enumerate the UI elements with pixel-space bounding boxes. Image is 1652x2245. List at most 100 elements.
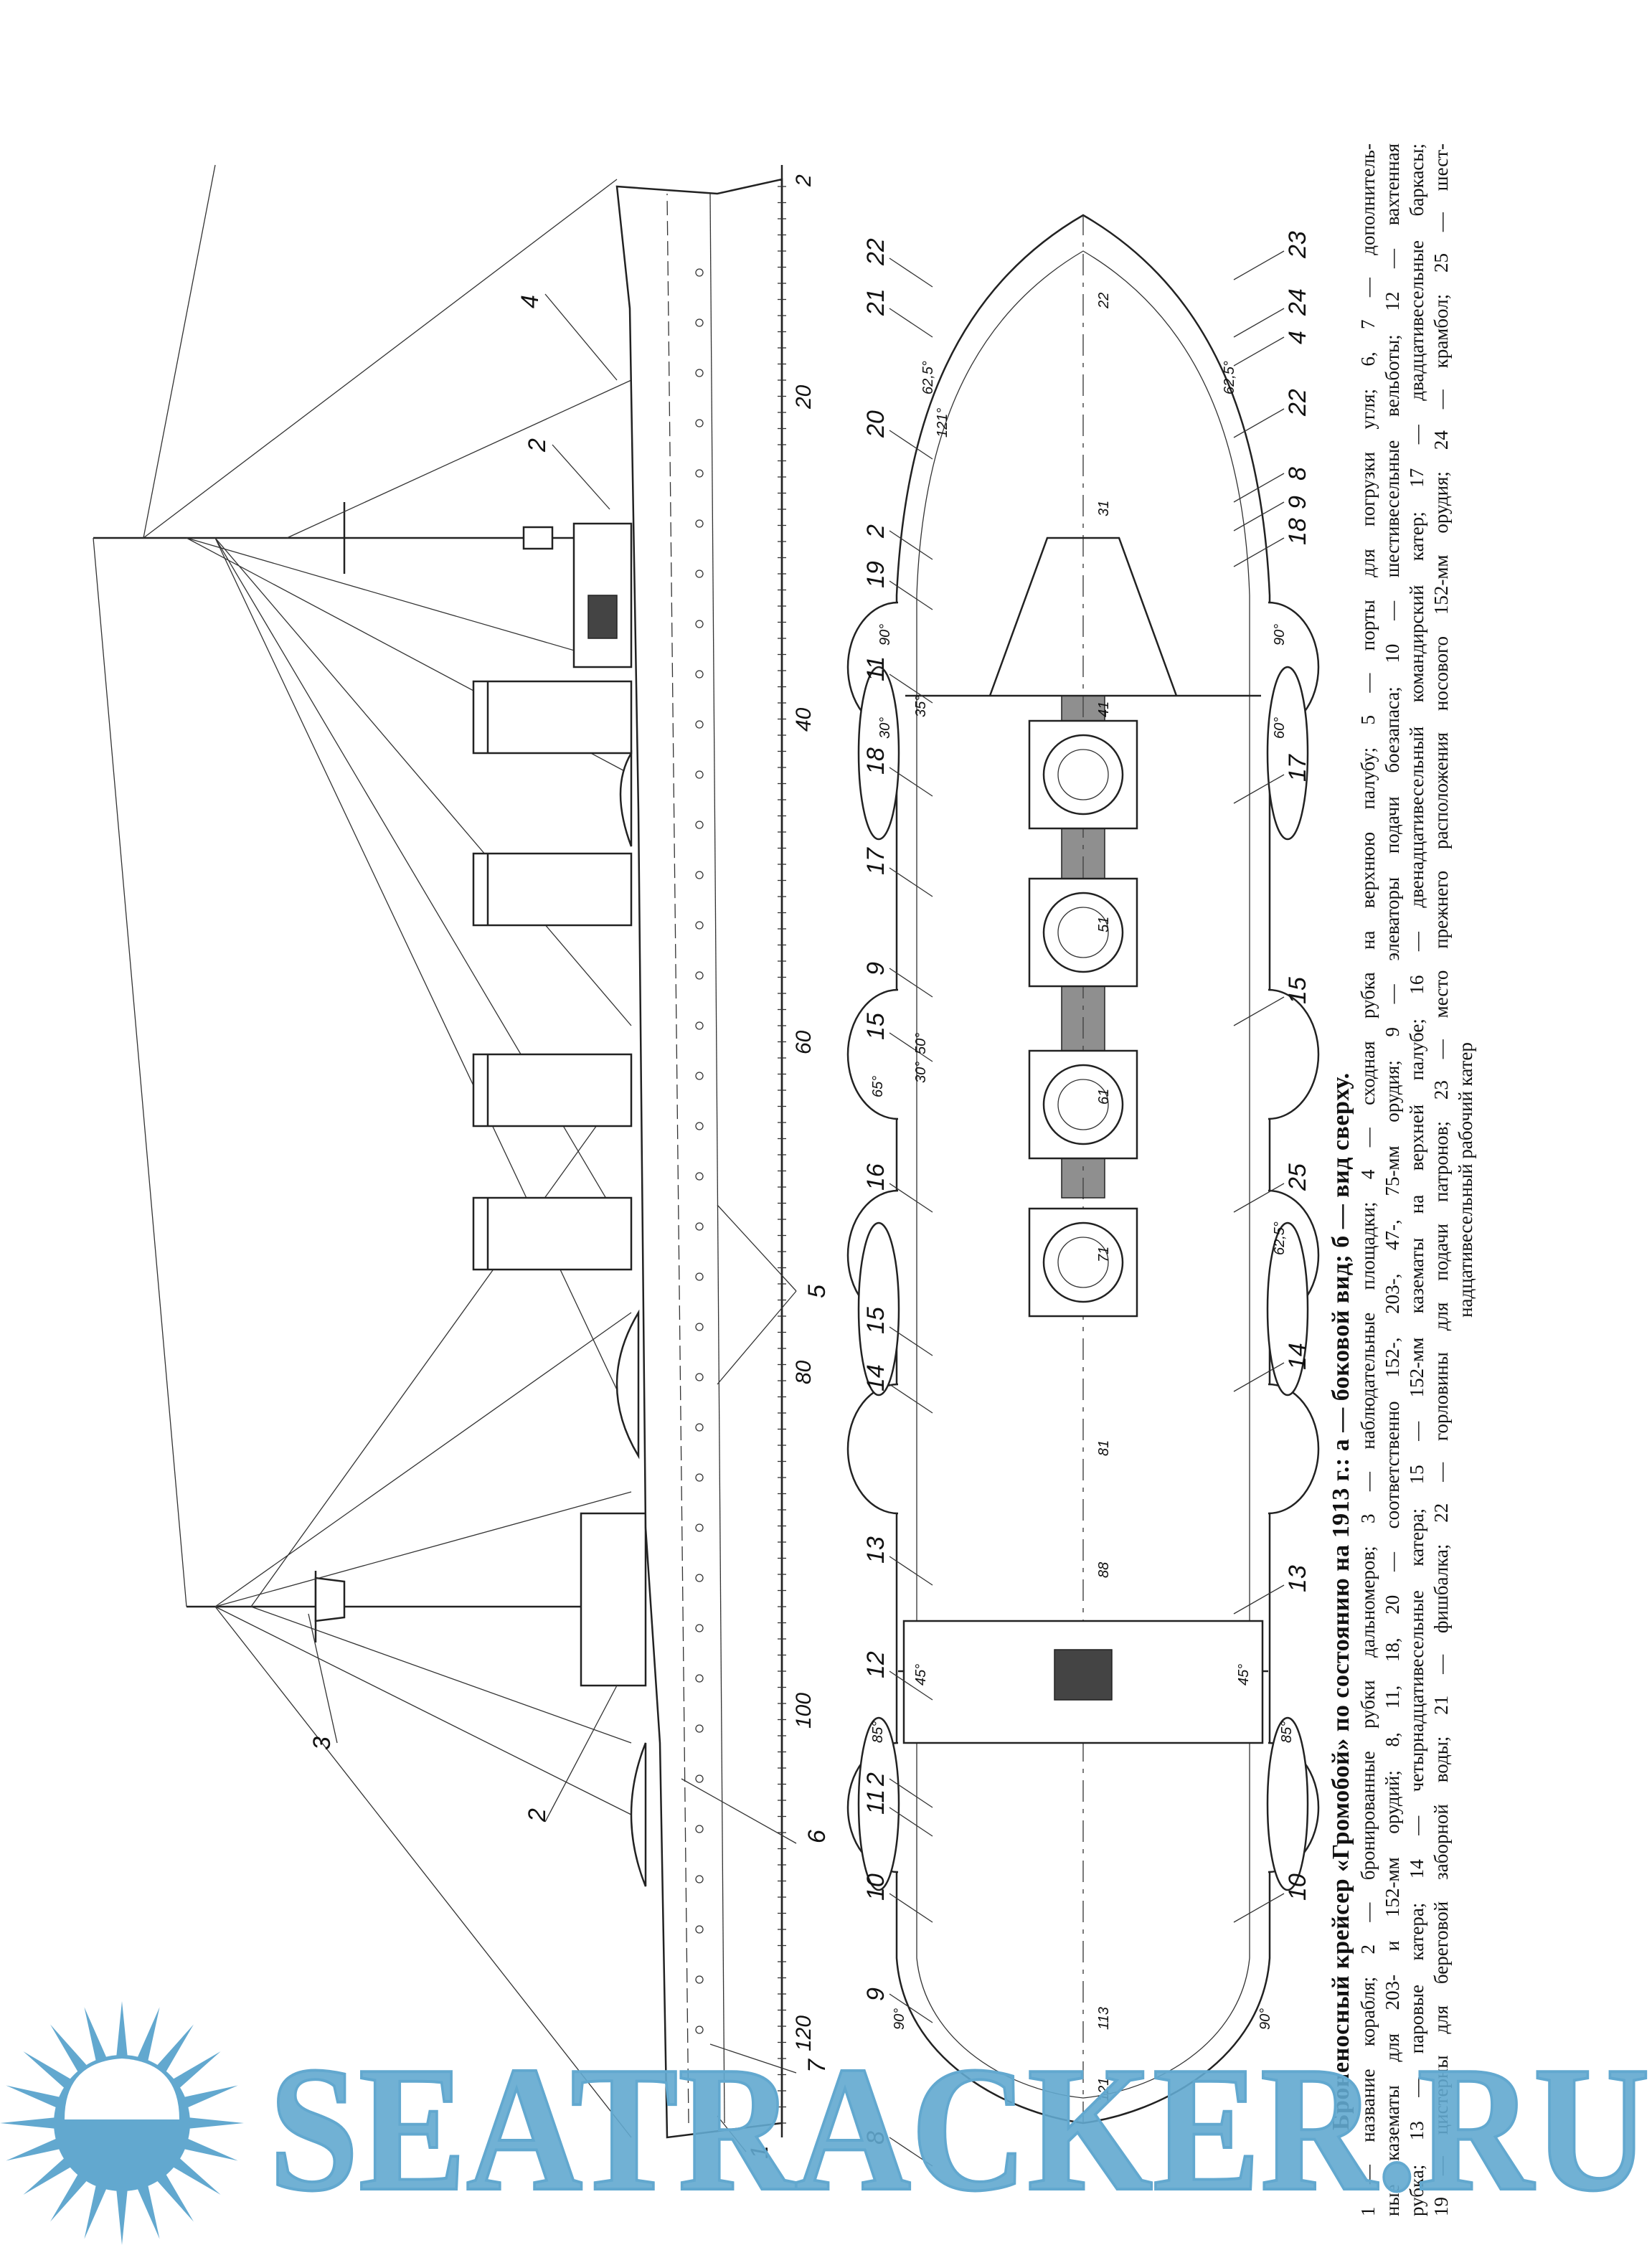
observation-platform bbox=[314, 1577, 346, 1622]
porthole bbox=[695, 369, 704, 377]
callout-label: 19 bbox=[862, 561, 889, 588]
callout-label: 15 bbox=[862, 1307, 889, 1334]
porthole bbox=[695, 1523, 704, 1532]
callout-label: 11 bbox=[862, 656, 889, 681]
porthole bbox=[695, 318, 704, 327]
sun-logo-icon bbox=[0, 2001, 244, 2245]
porthole bbox=[695, 720, 704, 729]
boat bbox=[857, 1221, 900, 1396]
frame-number: 113 bbox=[1096, 2007, 1112, 2030]
porthole bbox=[695, 519, 704, 528]
angle-label: 30° bbox=[877, 717, 893, 739]
aft-bridge bbox=[580, 1512, 647, 1687]
porthole bbox=[695, 1724, 704, 1733]
callout-label: 2 bbox=[862, 1772, 889, 1787]
rigging bbox=[93, 164, 632, 2138]
porthole bbox=[695, 1774, 704, 1783]
angle-label: 121° bbox=[935, 408, 950, 438]
sponson bbox=[1268, 988, 1320, 1120]
caption-title: Броненосный крейсер «Громобой» по состоя… bbox=[1328, 1072, 1354, 2130]
fore-top bbox=[522, 526, 554, 550]
side-view: 2 20 40 60 80 100 120 4 2 5 3 2 bbox=[93, 164, 831, 2159]
angle-label: 35° bbox=[913, 696, 929, 717]
boat bbox=[857, 666, 900, 841]
ruler-label: 80 bbox=[792, 1360, 816, 1384]
porthole bbox=[695, 1423, 704, 1432]
angle-label: 30° bbox=[913, 1062, 929, 1083]
porthole bbox=[695, 2026, 704, 2034]
porthole bbox=[695, 1072, 704, 1080]
figure-caption: Броненосный крейсер «Громобой» по состоя… bbox=[1327, 143, 1478, 2216]
angle-label: 45° bbox=[913, 1664, 929, 1686]
callout-label: 13 bbox=[862, 1536, 889, 1564]
ruler-ticks bbox=[778, 186, 786, 2124]
porthole bbox=[695, 1222, 704, 1231]
caption-line: ные казематы для 203- и 152-мм орудий; 8… bbox=[1382, 143, 1403, 2216]
callout-label: 15 bbox=[1284, 977, 1311, 1004]
porthole bbox=[695, 971, 704, 980]
callout-label: 18 bbox=[1284, 518, 1311, 545]
funnel-top bbox=[1042, 892, 1124, 973]
angle-label: 45° bbox=[1236, 1664, 1252, 1686]
callout-label: 8 bbox=[862, 2131, 889, 2145]
frame-number: 71 bbox=[1096, 1247, 1112, 1262]
callout-label: 23 bbox=[1284, 231, 1311, 259]
callout-label: 21 bbox=[862, 288, 889, 316]
porthole bbox=[695, 469, 704, 478]
callout-label: 9 bbox=[862, 1988, 889, 2001]
callout-label: 2 bbox=[524, 438, 551, 453]
porthole bbox=[695, 569, 704, 578]
callout-label: 10 bbox=[862, 1873, 889, 1901]
callout-label: 12 bbox=[862, 1651, 889, 1678]
angle-label: 85° bbox=[1279, 1721, 1295, 1743]
callout-label: 6 bbox=[803, 1830, 831, 1843]
ruler-label: 100 bbox=[792, 1693, 816, 1729]
boat bbox=[857, 1716, 900, 1891]
porthole bbox=[695, 1373, 704, 1381]
watermark-text: SEATRACKER.RU bbox=[269, 2030, 1650, 2229]
ruler-label: 40 bbox=[792, 707, 816, 732]
angle-label: 62,5° bbox=[920, 361, 936, 394]
angle-label: 62,5° bbox=[1222, 361, 1237, 394]
funnel-3 bbox=[472, 1053, 633, 1128]
boat bbox=[615, 1309, 640, 1460]
porthole bbox=[695, 419, 704, 427]
watermark: SEATRACKER.RU bbox=[0, 2001, 1651, 2245]
frame-number: 51 bbox=[1096, 917, 1112, 932]
frame-number: 81 bbox=[1096, 1440, 1112, 1456]
funnel-1 bbox=[472, 680, 633, 755]
funnel-tops bbox=[1028, 719, 1138, 1318]
boat bbox=[1266, 1221, 1309, 1396]
angle-label: 65° bbox=[870, 1076, 886, 1097]
callout-label: 2 bbox=[524, 1808, 551, 1823]
funnel-4 bbox=[472, 1196, 633, 1271]
callout-label: 1 bbox=[746, 2145, 773, 2159]
porthole bbox=[695, 770, 704, 779]
angle-label: 90° bbox=[1272, 624, 1288, 646]
ruler-label: 2 bbox=[792, 174, 816, 187]
callout-label: 4 bbox=[516, 295, 544, 308]
ruler-label: 60 bbox=[792, 1030, 816, 1054]
angle-label: 62,5° bbox=[1272, 1221, 1288, 1255]
porthole bbox=[695, 871, 704, 879]
boat bbox=[630, 1742, 647, 1887]
conning-tower bbox=[587, 595, 618, 639]
porthole bbox=[695, 1272, 704, 1281]
angle-label: 90° bbox=[892, 2008, 907, 2030]
callout-label: 7 bbox=[803, 2059, 831, 2073]
funnels bbox=[472, 680, 633, 1271]
boat bbox=[619, 750, 633, 847]
callout-label: 14 bbox=[862, 1364, 889, 1391]
angle-label: 50° bbox=[913, 1033, 929, 1054]
porthole bbox=[695, 1674, 704, 1683]
caption-line: надцативесельный рабочий катер bbox=[1455, 1042, 1476, 1318]
callout-label: 25 bbox=[1284, 1163, 1311, 1191]
funnel-2 bbox=[472, 852, 633, 927]
callout-label: 8 bbox=[1284, 467, 1311, 481]
callout-label: 22 bbox=[1284, 389, 1311, 417]
angle-label: 90° bbox=[877, 624, 893, 646]
watch-house bbox=[1054, 1649, 1113, 1701]
frame-number: 88 bbox=[1096, 1562, 1112, 1578]
